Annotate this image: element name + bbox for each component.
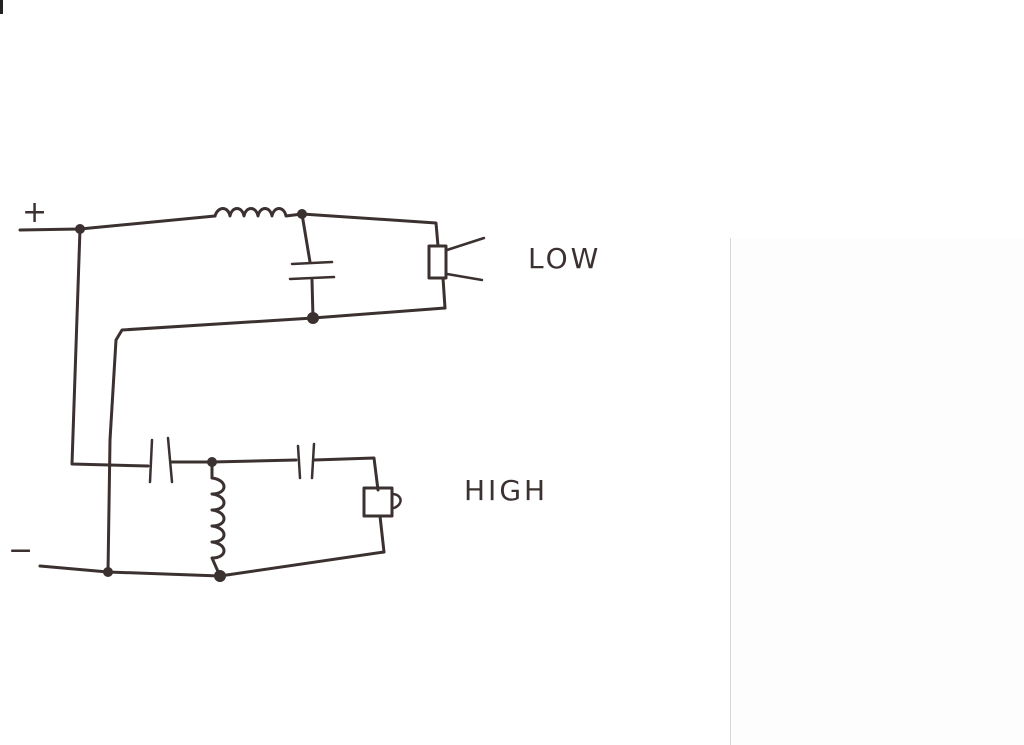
top-to-woofer-wire bbox=[300, 212, 440, 248]
bottom-rail-wire bbox=[38, 550, 386, 578]
low-shunt-cap-wire-bottom bbox=[310, 278, 315, 320]
high-series-capacitor-1-plate-a bbox=[148, 438, 154, 484]
high-driver-label: HIGH bbox=[464, 474, 548, 507]
left-feed-wire bbox=[70, 227, 150, 468]
junction-dot-high-inductor bbox=[214, 570, 226, 582]
junction-dot-negative bbox=[103, 567, 113, 577]
high-shunt-inductor bbox=[210, 460, 226, 578]
tweeter-dome-icon bbox=[390, 492, 402, 510]
low-series-inductor bbox=[213, 207, 304, 218]
low-shunt-cap-wire-top bbox=[300, 212, 312, 264]
high-to-tweeter-wire bbox=[312, 456, 380, 492]
high-series-capacitor-1-plate-b bbox=[166, 436, 174, 484]
high-mid-wire bbox=[170, 458, 298, 464]
high-series-capacitor-2-plate-a bbox=[296, 444, 302, 480]
junction-dot-low-return bbox=[307, 312, 319, 324]
positive-terminal-label: + bbox=[22, 195, 47, 230]
low-return-wire bbox=[106, 306, 447, 574]
junction-dot-positive bbox=[75, 224, 85, 234]
corner-mark bbox=[0, 0, 3, 14]
junction-dot-low-inductor bbox=[297, 209, 307, 219]
junction-dot-high-mid bbox=[207, 457, 217, 467]
tweeter-return-wire bbox=[378, 514, 386, 554]
low-shunt-capacitor-plate-a bbox=[290, 260, 334, 266]
woofer-cone-icon bbox=[445, 236, 486, 282]
low-shunt-capacitor-plate-b bbox=[288, 275, 336, 281]
low-driver-label: LOW bbox=[528, 242, 601, 275]
woofer-speaker-icon bbox=[427, 244, 448, 280]
tweeter-speaker-icon bbox=[362, 486, 394, 518]
woofer-return-wire bbox=[441, 276, 447, 310]
paper-edge bbox=[730, 238, 1024, 745]
top-rail-wire bbox=[18, 214, 217, 232]
negative-terminal-label: − bbox=[8, 533, 33, 568]
